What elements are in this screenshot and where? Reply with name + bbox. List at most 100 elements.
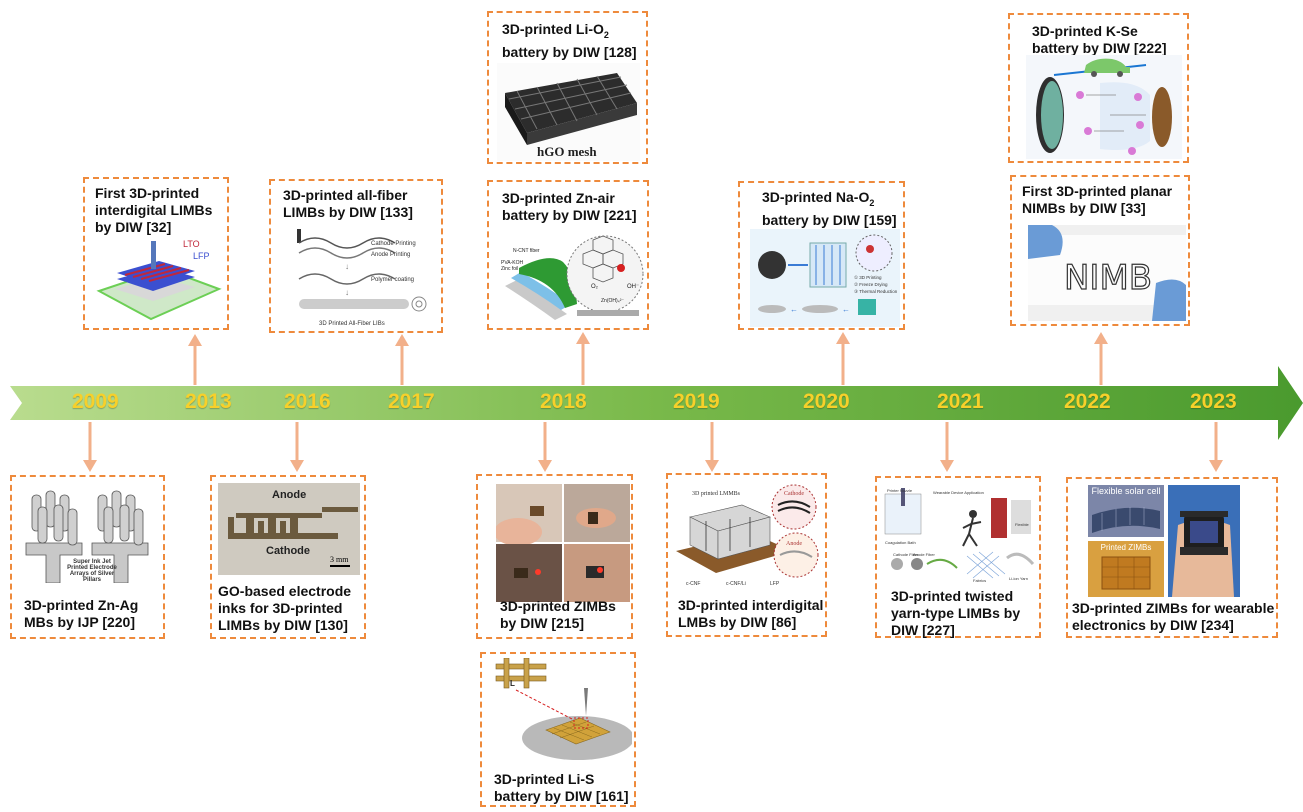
card-zn-air-2018: 3D-printed Zn-air battery by DIW [221] N… xyxy=(487,180,649,330)
caption: 3D-printed twisted yarn-type LIMBs by DI… xyxy=(891,588,1021,638)
zimbs-photo-grid xyxy=(496,484,630,602)
coagulation-label: Coagulation Bath xyxy=(885,540,916,545)
caption: GO-based electrode inks for 3D-printed L… xyxy=(218,583,352,633)
caption: 3D-printed all-fiber LIMBs by DIW [133] xyxy=(283,187,413,220)
caption-pre: 3D-printed Na-O xyxy=(762,189,870,205)
zn-air-illustration: N-CNT fiber PVA-KOH Zinc foil O₂ OH⁻ Zn(… xyxy=(501,235,644,320)
zinc-label: Zinc foil xyxy=(501,266,518,272)
caption: 3D-printed K-Se battery by DIW [222] xyxy=(1032,23,1167,56)
hgo-mesh-label: hGO mesh xyxy=(537,144,597,159)
card-all-fiber-limbs-2017: 3D-printed all-fiber LIMBs by DIW [133] … xyxy=(269,179,443,333)
card-interdigital-limbs-2013: First 3D-printed interdigital LIMBs by D… xyxy=(83,177,229,330)
step3-label: ③ Thermal Reduction xyxy=(854,289,898,294)
year-2020: 2020 xyxy=(803,390,850,413)
caption-sub: 2 xyxy=(869,197,875,208)
flexible-label: Flexible xyxy=(1015,522,1030,527)
printed-zimbs-photo: Printed ZIMBs xyxy=(1088,541,1164,597)
caption-post: battery by DIW [159] xyxy=(762,211,897,228)
caption: 3D-printed Zn-Ag MBs by IJP [220] xyxy=(24,597,139,630)
legend-2: c-CNF/Li xyxy=(726,581,746,587)
go-electrode-photo: Anode Cathode 3 mm xyxy=(218,483,360,575)
svg-text:↓: ↓ xyxy=(345,288,349,297)
cathode-label: Cathode xyxy=(784,491,804,497)
year-2023: 2023 xyxy=(1190,390,1237,413)
wearable-label: Wearable Device Application xyxy=(933,490,984,495)
silver-pillars-illustration xyxy=(25,490,149,583)
card-li-s-2018: L 3D-printed Li-S battery by DIW [161] xyxy=(480,652,636,807)
svg-text:←: ← xyxy=(790,305,798,314)
cathode-printing-label: Cathode Printing xyxy=(371,241,416,247)
caption: 3D-printed ZIMBs for wearable electronic… xyxy=(1072,600,1275,633)
caption: 3D-printed interdigital LMBs by DIW [86] xyxy=(678,597,824,630)
year-2022: 2022 xyxy=(1064,390,1111,413)
caption-sub: 2 xyxy=(603,29,609,40)
yarn-label: Li-ion Yarn xyxy=(1009,576,1028,581)
printer-label: Printer Nozzle xyxy=(887,488,913,493)
letter-label: L xyxy=(510,679,515,688)
anode-fiber-label: Anode Fiber xyxy=(913,552,935,557)
caption: First 3D-printed interdigital LIMBs by D… xyxy=(95,185,213,235)
printed-label: Printed ZIMBs xyxy=(1100,543,1152,552)
li-s-illustration: L xyxy=(495,658,632,760)
year-2017: 2017 xyxy=(388,390,435,413)
hgo-mesh-image: hGO mesh xyxy=(497,63,640,161)
all-fiber-footer-label: 3D Printed All-Fiber LIBs xyxy=(319,321,385,327)
caption: 3D-printed ZIMBs by DIW [215] xyxy=(500,598,616,631)
fiber-printing-illustration: Cathode Printing Anode Printing ↓ Polyme… xyxy=(297,229,427,327)
year-2013: 2013 xyxy=(185,390,232,413)
interdigital-electrode-illustration: LTO LFP xyxy=(96,239,222,321)
lto-label: LTO xyxy=(183,239,200,249)
yarn-limbs-illustration: Printer Nozzle Coagulation Bath Wearable… xyxy=(884,488,1035,583)
cathode-label: Cathode xyxy=(266,545,310,557)
card-yarn-limbs-2021: Printer Nozzle Coagulation Bath Wearable… xyxy=(875,476,1041,638)
fabric-label: Fabrics xyxy=(973,578,986,583)
wrist-device-photo xyxy=(1168,485,1240,597)
year-2016: 2016 xyxy=(284,390,331,413)
svg-text:←: ← xyxy=(842,305,850,314)
caption-post: battery by DIW [128] xyxy=(502,43,637,60)
cathode-fiber-label: Cathode Fiber xyxy=(893,552,919,557)
nimbs-photo: NIMB xyxy=(1028,225,1186,321)
card-nimbs-2022: First 3D-printed planar NIMBs by DIW [33… xyxy=(1010,175,1190,326)
anode-label: Anode xyxy=(786,541,802,547)
caption: First 3D-printed planar NIMBs by DIW [33… xyxy=(1022,183,1173,216)
na-o2-process-illustration: ① 3D Printing ② Freeze Drying ③ Thermal … xyxy=(750,229,900,327)
scale-label: 3 mm xyxy=(330,555,349,564)
solar-label: Flexible solar cell xyxy=(1091,486,1161,496)
lfp-label: LFP xyxy=(193,251,210,261)
legend-1: c-CNF xyxy=(686,581,700,587)
card-lmbs-2019: 3D printed LMMBs Cathode Anode c-CNF c-C… xyxy=(666,473,827,637)
pillars-label: Super Ink Jet Printed Electrode Arrays o… xyxy=(67,559,117,583)
caption: 3D-printed Li-S battery by DIW [161] xyxy=(494,771,629,804)
caption: 3D-printed Li-O2 battery by DIW [128] xyxy=(502,21,642,61)
caption-pre: 3D-printed Li-O xyxy=(502,21,604,37)
ncnt-label: N-CNT fiber xyxy=(513,248,540,254)
card-na-o2-2020: 3D-printed Na-O2 battery by DIW [159] ① … xyxy=(738,181,905,330)
legend-3: LFP xyxy=(770,581,780,587)
card-zn-ag-2009: Super Ink Jet Printed Electrode Arrays o… xyxy=(10,475,165,639)
pva-label: PVA-KOH xyxy=(501,260,524,266)
card-go-electrode-2016: Anode Cathode 3 mm GO-based electrode in… xyxy=(210,475,366,639)
step1-label: ① 3D Printing xyxy=(854,275,882,280)
nimb-text: NIMB xyxy=(1064,258,1152,298)
step2-label: ② Freeze Drying xyxy=(854,282,888,287)
year-2019: 2019 xyxy=(673,390,720,413)
caption: 3D-printed Na-O2 battery by DIW [159] xyxy=(762,189,902,229)
anode-printing-label: Anode Printing xyxy=(371,252,410,258)
card-wearable-zimbs-2023: Flexible solar cell Printed ZIMBs 3D-pri… xyxy=(1066,477,1278,638)
lmmbs-title: 3D printed LMMBs xyxy=(692,491,741,497)
year-2021: 2021 xyxy=(937,390,984,413)
year-2009: 2009 xyxy=(72,390,119,413)
svg-text:↓: ↓ xyxy=(345,262,349,271)
polymer-coating-label: Polymer coating xyxy=(371,277,414,283)
lmmbs-illustration: 3D printed LMMBs Cathode Anode c-CNF c-C… xyxy=(676,484,819,587)
flexible-solar-cell-photo: Flexible solar cell xyxy=(1088,485,1164,537)
oh-label: OH⁻ xyxy=(627,284,639,290)
year-2018: 2018 xyxy=(540,390,587,413)
o2-label: O₂ xyxy=(591,284,599,290)
card-li-o2-2018: 3D-printed Li-O2 battery by DIW [128] hG… xyxy=(487,11,648,164)
k-se-illustration xyxy=(1026,55,1182,159)
card-zimbs-2018: 3D-printed ZIMBs by DIW [215] xyxy=(476,474,633,639)
